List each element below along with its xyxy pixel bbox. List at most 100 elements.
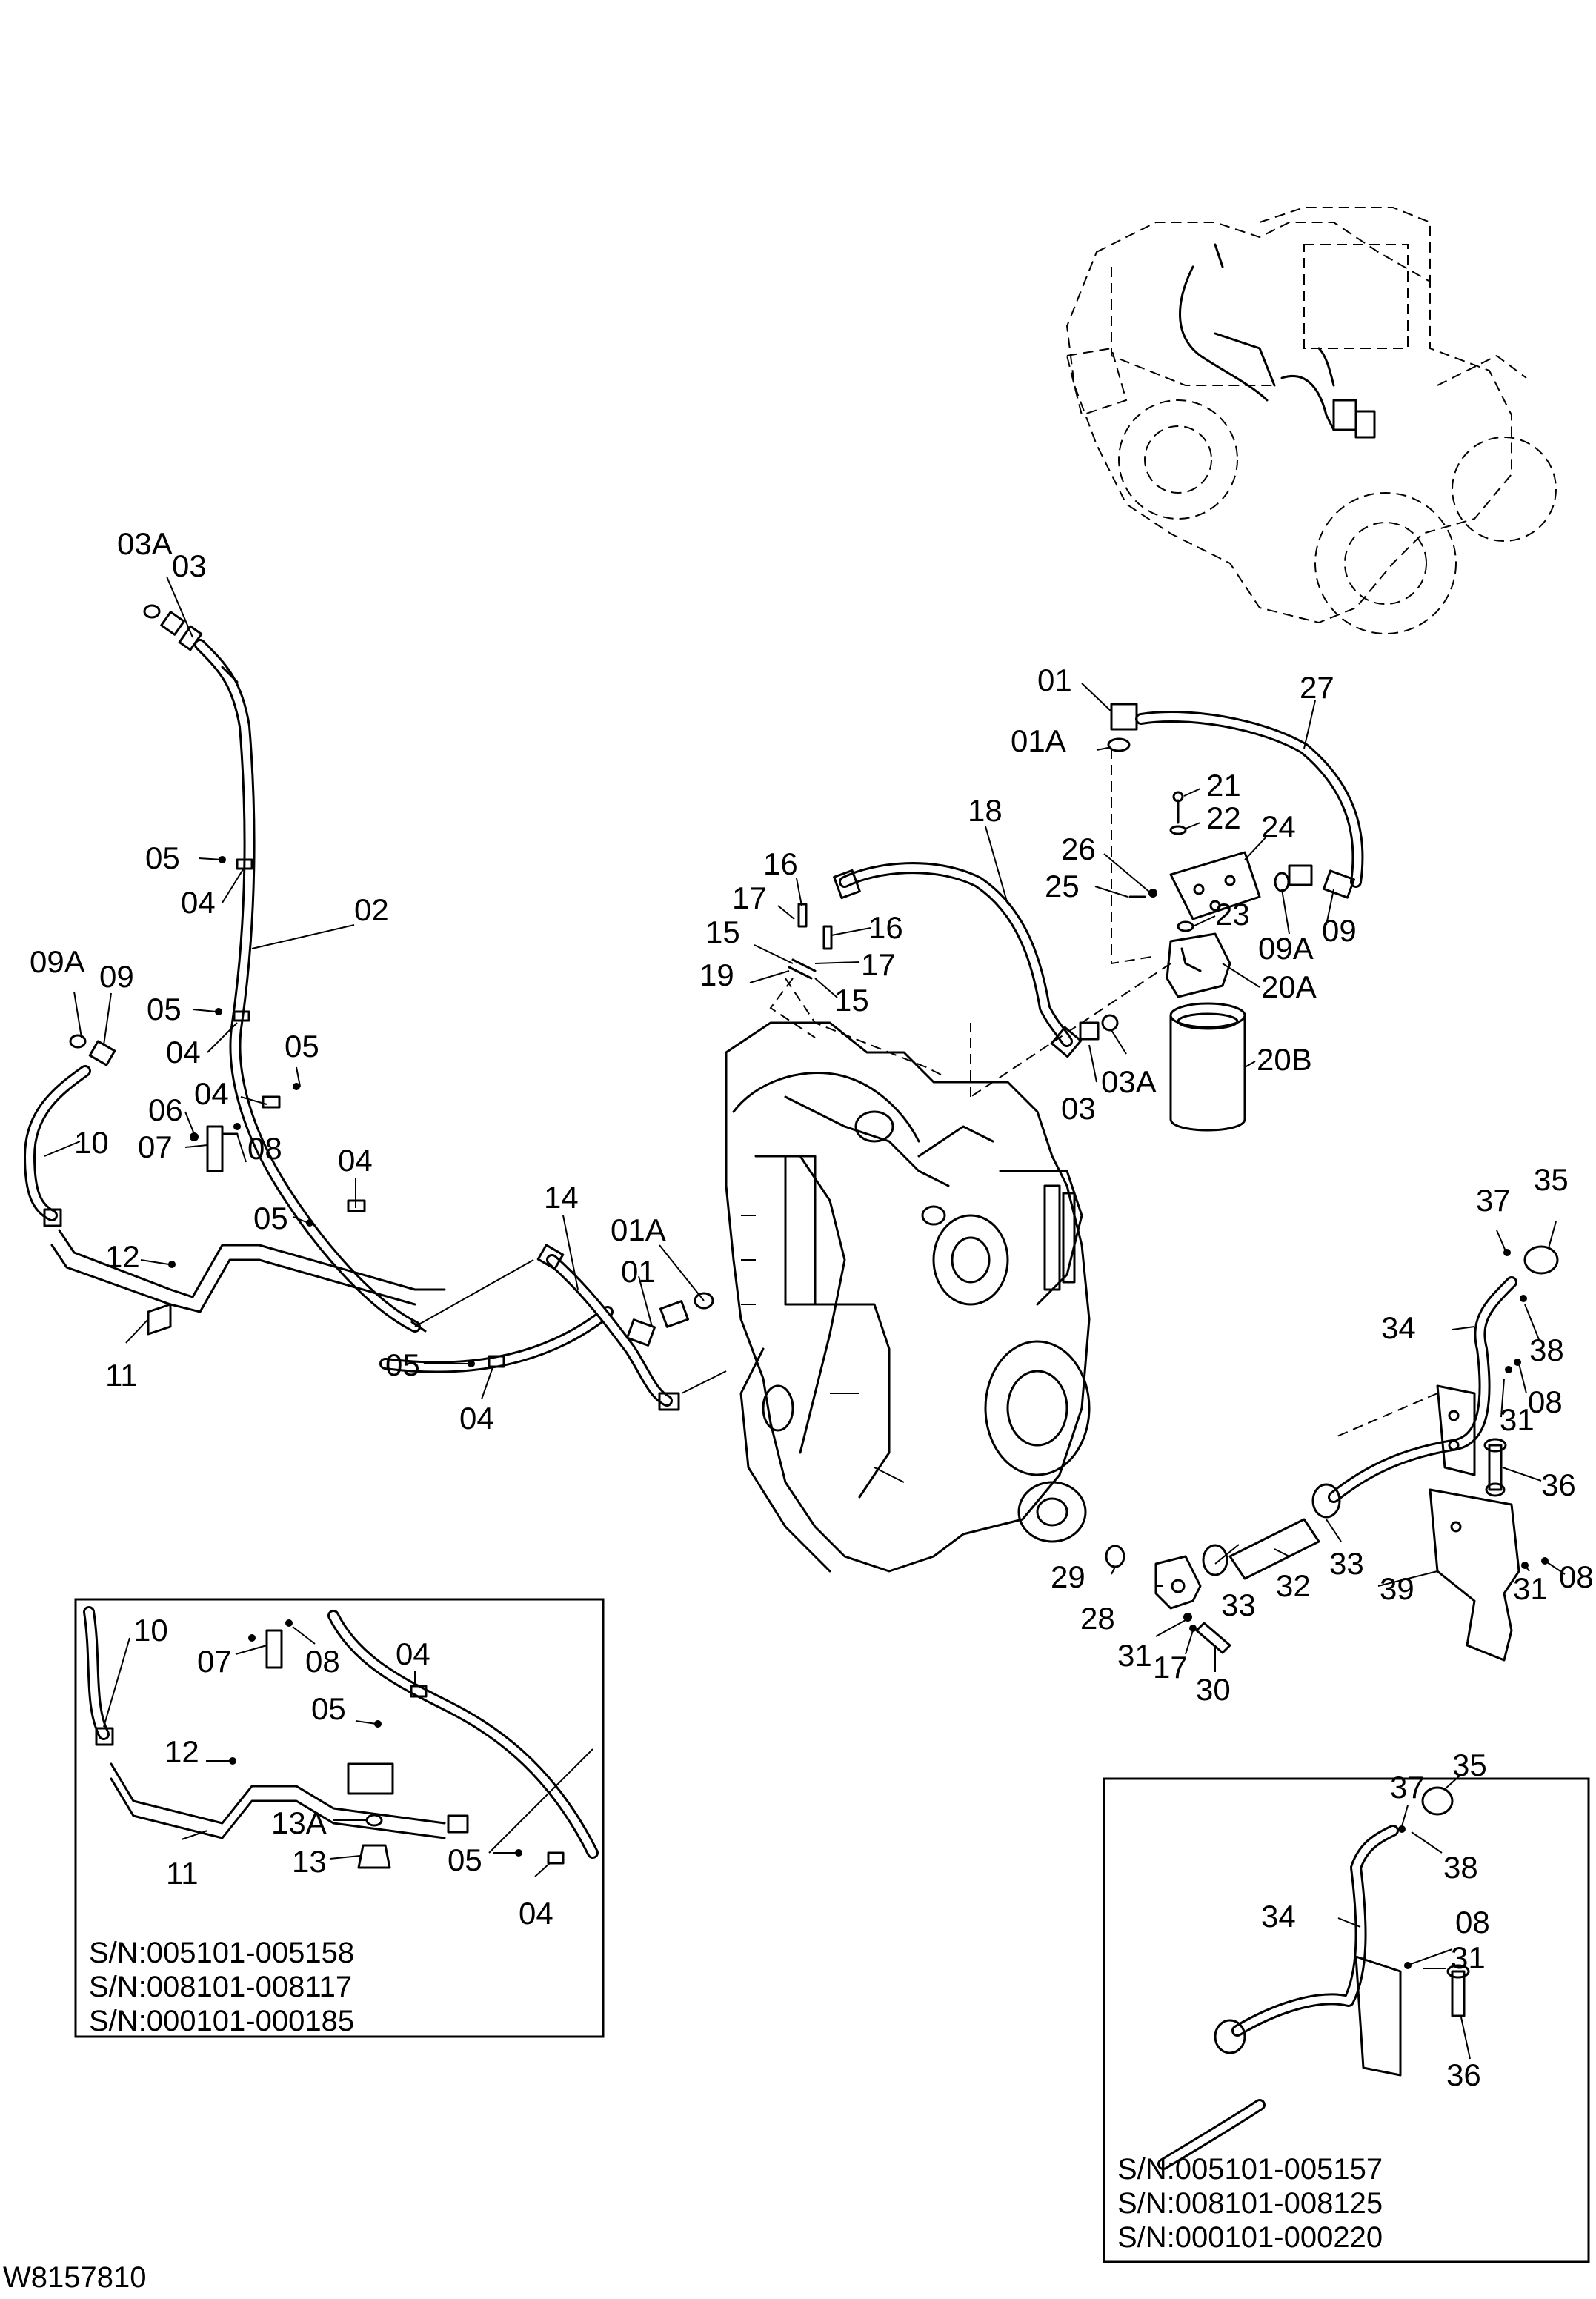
callout-05: 05 <box>253 1201 288 1235</box>
inset-right <box>1103 1775 1590 2263</box>
callout-17: 17 <box>861 947 896 982</box>
callout-09: 09 <box>1322 913 1357 948</box>
callout-08: 08 <box>1559 1559 1594 1594</box>
callout-21: 21 <box>1206 768 1241 803</box>
left-hose-assembly <box>24 604 727 1411</box>
callout-15: 15 <box>705 915 740 949</box>
callout-26: 26 <box>1061 832 1096 866</box>
inset-callout-05: 05 <box>448 1842 482 1877</box>
callout-20B: 20B <box>1257 1042 1312 1077</box>
callout-09A: 09A <box>1258 931 1314 966</box>
inset-right-serial-2: S/N:008101-008125 <box>1117 2187 1383 2220</box>
callout-24: 24 <box>1261 809 1296 844</box>
inset-callout-13A: 13A <box>271 1805 327 1840</box>
filter-assembly <box>769 703 1364 1132</box>
inset-callout-34: 34 <box>1261 1899 1296 1934</box>
inset-callout-31: 31 <box>1451 1940 1486 1975</box>
callout-17: 17 <box>1153 1650 1188 1685</box>
callout-03: 03 <box>172 548 207 583</box>
callout-17: 17 <box>732 880 767 915</box>
callout-20A: 20A <box>1261 969 1317 1004</box>
callout-05: 05 <box>385 1347 420 1382</box>
inset-callout-05: 05 <box>311 1691 346 1726</box>
callout-01A: 01A <box>1011 723 1066 758</box>
callout-15: 15 <box>834 983 869 1018</box>
callout-04: 04 <box>459 1401 494 1436</box>
callout-29: 29 <box>1051 1559 1085 1594</box>
callout-04: 04 <box>338 1143 373 1178</box>
callout-labels: 03A 03 05 04 02 09A 09 05 04 05 04 06 07… <box>30 526 1594 1707</box>
callout-22: 22 <box>1206 800 1241 835</box>
inset-callout-38: 38 <box>1443 1850 1478 1885</box>
callout-01: 01 <box>621 1254 656 1289</box>
callout-19: 19 <box>699 958 734 992</box>
callout-03: 03 <box>1061 1091 1096 1126</box>
callout-01A: 01A <box>611 1212 666 1247</box>
inset-left <box>74 1598 605 2038</box>
inset-callout-11: 11 <box>166 1856 199 1891</box>
drawing-code: W8157810 <box>3 2261 146 2294</box>
callout-02: 02 <box>354 892 389 927</box>
callout-16: 16 <box>763 846 798 881</box>
callout-11: 11 <box>105 1358 138 1393</box>
callout-09A: 09A <box>30 944 85 979</box>
inset-callout-37: 37 <box>1390 1770 1425 1805</box>
callout-14: 14 <box>544 1180 579 1215</box>
callout-33: 33 <box>1221 1588 1256 1622</box>
callout-01: 01 <box>1037 663 1072 697</box>
callout-28: 28 <box>1080 1601 1115 1636</box>
inset-left-serial-1: S/N:005101-005158 <box>89 1937 354 1969</box>
inset-right-serial-3: S/N:000101-000220 <box>1117 2221 1383 2254</box>
inset-callout-08: 08 <box>305 1644 340 1679</box>
callout-35: 35 <box>1534 1162 1569 1197</box>
callout-18: 18 <box>968 793 1003 828</box>
callout-31: 31 <box>1513 1571 1548 1606</box>
callout-04: 04 <box>181 885 216 920</box>
transmission <box>725 1021 1091 1573</box>
callout-03A: 03A <box>1101 1064 1157 1099</box>
callout-33: 33 <box>1329 1546 1364 1581</box>
right-pipe-assembly <box>1105 1245 1559 1662</box>
inset-left-serial-2: S/N:008101-008117 <box>89 1971 352 2003</box>
callout-37: 37 <box>1476 1183 1511 1218</box>
inset-callout-36: 36 <box>1446 2057 1481 2092</box>
callout-16: 16 <box>868 910 903 945</box>
callout-38: 38 <box>1529 1333 1564 1367</box>
callout-25: 25 <box>1045 869 1080 903</box>
callout-12: 12 <box>105 1239 140 1274</box>
callout-04: 04 <box>166 1035 201 1069</box>
inset-callout-10: 10 <box>133 1613 168 1648</box>
inset-callout-08: 08 <box>1455 1905 1490 1940</box>
callout-36: 36 <box>1541 1467 1576 1502</box>
callout-08: 08 <box>1528 1384 1563 1419</box>
inset-right-serial-1: S/N:005101-005157 <box>1117 2153 1383 2186</box>
leader-lines <box>44 576 1566 1672</box>
callout-23: 23 <box>1215 897 1250 932</box>
inset-callout-12: 12 <box>164 1734 199 1769</box>
inset-callout-04: 04 <box>396 1636 430 1671</box>
callout-31: 31 <box>1117 1638 1152 1673</box>
callout-05: 05 <box>285 1029 319 1064</box>
callout-04: 04 <box>194 1076 229 1111</box>
inset-right-labels: 37 35 38 34 08 31 36 S/N:005101-005157 S… <box>1117 1748 1490 2254</box>
inset-left-serial-3: S/N:000101-000185 <box>89 2005 354 2037</box>
callout-39: 39 <box>1380 1571 1414 1606</box>
inset-callout-07: 07 <box>197 1644 232 1679</box>
callout-06: 06 <box>148 1092 183 1127</box>
callout-08: 08 <box>247 1131 282 1166</box>
callout-32: 32 <box>1276 1568 1311 1603</box>
inset-callout-13: 13 <box>292 1844 327 1879</box>
callout-05: 05 <box>147 992 182 1026</box>
callout-03A: 03A <box>117 526 173 561</box>
callout-34: 34 <box>1381 1310 1416 1345</box>
callout-05: 05 <box>145 840 180 875</box>
inset-left-labels: 10 07 08 04 05 12 13A 13 11 05 04 S/N:00… <box>89 1613 553 2037</box>
callout-27: 27 <box>1300 670 1334 705</box>
inset-callout-35: 35 <box>1452 1748 1487 1782</box>
callout-30: 30 <box>1196 1672 1231 1707</box>
callout-31: 31 <box>1500 1402 1535 1437</box>
callout-10: 10 <box>74 1125 109 1160</box>
callout-07: 07 <box>138 1129 173 1164</box>
machine-overview <box>1065 207 1557 634</box>
